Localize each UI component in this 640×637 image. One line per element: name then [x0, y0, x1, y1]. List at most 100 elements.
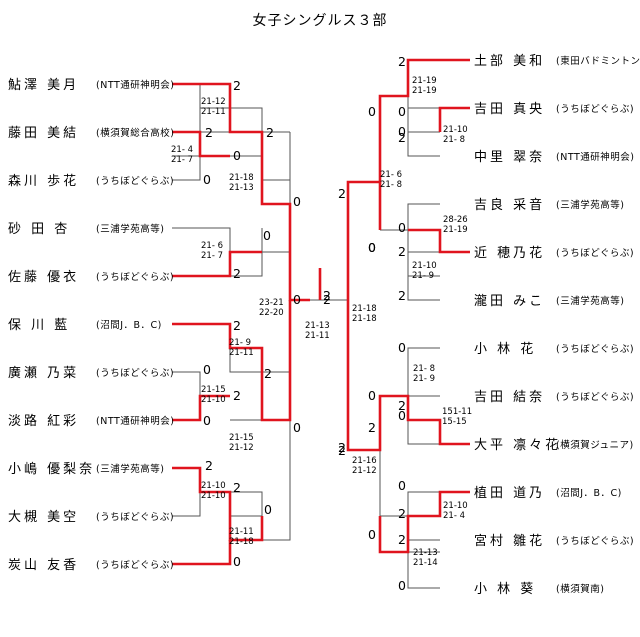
game-result: 2 [205, 125, 213, 140]
match-score: 21- 9 [412, 271, 434, 281]
game-result: 0 [203, 362, 211, 377]
match-score: 21-10 [443, 125, 468, 135]
player-name: 砂 田 杏 [8, 222, 70, 237]
match-score: 21-16 [352, 456, 377, 466]
match-score: 15-15 [442, 417, 467, 427]
bracket-line [230, 107, 290, 181]
game-result: 2 [338, 443, 346, 458]
player-club: (横須賀南) [556, 583, 604, 595]
game-result: 0 [263, 228, 271, 243]
player-name: 淡路 紅彩 [8, 413, 79, 429]
player-club: (うちぼどぐらぶ) [556, 248, 634, 259]
winner-line [172, 300, 292, 422]
player-name: 吉良 采音 [474, 197, 545, 213]
player-name: 鮎澤 美月 [8, 78, 79, 93]
match-score: 21-11 [229, 348, 254, 358]
player-name: 小嶋 優梨奈 [8, 462, 95, 477]
player-club: (うちぼどぐらぶ) [556, 536, 634, 547]
player-name: 宮村 雛花 [474, 533, 545, 549]
game-result: 0 [398, 408, 406, 423]
player-club: (うちぼどぐらぶ) [556, 344, 634, 355]
game-result: 2 [266, 125, 274, 140]
match-score: 21- 6 [201, 241, 223, 251]
winner-line [346, 300, 470, 452]
match-score: 21-10 [412, 261, 437, 271]
winner-line [378, 490, 470, 554]
player-club: (三浦学苑高等) [556, 199, 624, 211]
game-result: 2 [338, 186, 346, 201]
bracket-line [380, 491, 440, 553]
player-name: 吉田 結奈 [474, 390, 545, 405]
match-score: 21- 6 [380, 170, 402, 180]
bracket-title: 女子シングルス３部 [252, 13, 388, 29]
match-score: 21-12 [352, 466, 377, 476]
player-club: (沼間J．B．C) [96, 320, 162, 331]
game-result: 2 [205, 458, 213, 473]
game-result: 0 [203, 413, 211, 428]
game-result: 0 [368, 240, 376, 255]
match-score: 151-11 [442, 407, 472, 417]
player-club: (横須賀総合高校) [96, 127, 174, 139]
match-score: 21-15 [229, 433, 254, 443]
game-result: 2 [264, 366, 272, 381]
player-name: 廣瀬 乃菜 [8, 366, 79, 381]
player-name: 瀧田 みこ [474, 294, 545, 309]
game-result: 2 [398, 532, 406, 547]
player-club: (うちぼどぐらぶ) [556, 392, 634, 403]
game-result: 0 [398, 104, 406, 119]
match-score: 21-13 [229, 183, 254, 193]
player-name: 近 穂乃花 [474, 245, 545, 261]
match-score: 21-18 [352, 314, 377, 324]
game-result: 2 [398, 130, 406, 145]
player-name: 藤田 美結 [8, 126, 79, 141]
match-score: 21-19 [443, 225, 468, 235]
winner-line [172, 466, 264, 542]
match-score: 21- 8 [380, 180, 402, 190]
player-club: (NTT通研神明会) [556, 151, 634, 163]
match-score: 21- 4 [171, 145, 193, 155]
player-name: 中里 翠奈 [474, 150, 545, 165]
winner-line [172, 250, 262, 278]
match-score: 21- 9 [229, 338, 251, 348]
game-result: 0 [233, 554, 241, 569]
player-name: 炭山 友香 [8, 557, 79, 573]
game-result: 0 [293, 420, 301, 435]
player-name: 森川 歩花 [8, 173, 79, 189]
bracket-line [262, 420, 291, 541]
match-score: 21-11 [305, 331, 330, 341]
player-name: 小 林 葵 [474, 582, 536, 597]
match-score: 21- 8 [413, 364, 435, 374]
game-result: 0 [398, 124, 406, 139]
game-result: 2 [323, 292, 331, 307]
player-name: 土部 美和 [474, 54, 545, 69]
match-score: 23-21 [259, 298, 284, 308]
game-result: 0 [368, 104, 376, 119]
bracket-text: 鮎澤 美月 (NTT通研神明会) 藤田 美結 (横須賀総合高校) 森川 歩花 (うちぼどぐ… [8, 54, 640, 597]
match-score: 21-18 [352, 304, 377, 314]
match-score: 28-26 [443, 215, 468, 225]
match-score: 21-19 [412, 76, 437, 86]
game-result: 2 [398, 244, 406, 259]
player-club: (うちぼどぐらぶ) [96, 176, 174, 187]
game-result: 0 [203, 172, 211, 187]
game-result: 2 [233, 480, 241, 495]
bracket-line [407, 539, 440, 589]
game-result: 2 [368, 420, 376, 435]
player-name: 小 林 花 [474, 341, 536, 357]
player-club: (三浦学苑高等) [556, 295, 624, 307]
winner-line [172, 540, 232, 566]
match-score: 21-10 [443, 501, 468, 511]
player-name: 吉田 真央 [474, 102, 545, 117]
match-score: 21-10 [201, 481, 226, 491]
player-name: 大槻 美空 [8, 509, 79, 525]
bracket-line [407, 251, 440, 301]
game-result: 0 [293, 292, 301, 307]
match-score: 21-12 [229, 443, 254, 453]
player-club: (NTT通研神明会) [96, 415, 174, 427]
player-club: (うちぼどぐらぶ) [96, 560, 174, 571]
bracket-line [262, 132, 291, 300]
winner-line [438, 106, 470, 132]
match-score: 21- 7 [201, 251, 223, 261]
player-club: (三浦学苑高等) [96, 463, 164, 475]
bracket-line [289, 299, 320, 420]
